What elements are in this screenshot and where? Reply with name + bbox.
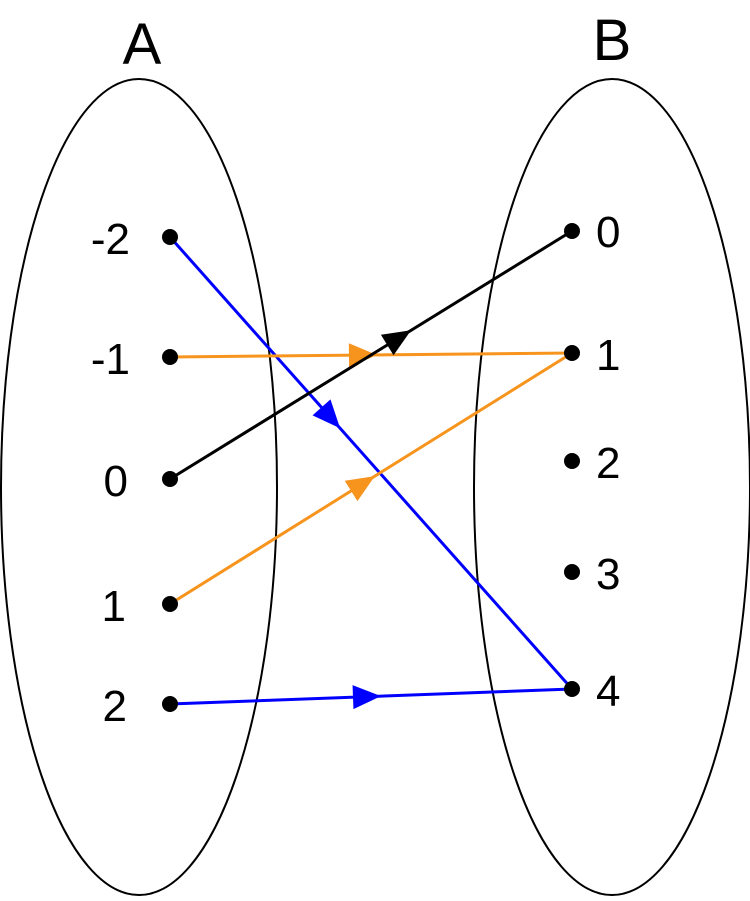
- set-b-element-label: 0: [596, 208, 620, 257]
- set-a-dot: [162, 596, 178, 612]
- arrowhead-icon: [344, 476, 375, 502]
- set-a-dot: [162, 229, 178, 245]
- set-a-element-label: 1: [102, 582, 126, 631]
- set-a-elements: -2 -1 0 1 2: [91, 215, 178, 731]
- arrowhead-icon: [348, 343, 377, 368]
- set-b-element-label: 4: [596, 667, 620, 716]
- set-b-dot: [564, 345, 580, 361]
- set-b-dot: [564, 681, 580, 697]
- arrowhead-icon: [352, 685, 381, 710]
- mapping-line: [169, 229, 573, 481]
- arrowhead-icon: [380, 330, 412, 356]
- mapping-arrows: [168, 229, 574, 710]
- set-b-oval: [473, 78, 750, 896]
- set-b-dot: [564, 564, 580, 580]
- set-a-element-label: -1: [91, 335, 130, 384]
- set-b-dot: [564, 223, 580, 239]
- set-a-dot: [162, 471, 178, 487]
- set-b-element-label: 1: [596, 331, 620, 380]
- set-b-elements: 0 1 2 3 4: [564, 208, 620, 716]
- set-b-element-label: 3: [596, 550, 620, 599]
- set-b-label: B: [593, 8, 632, 73]
- set-a-element-label: 0: [104, 457, 128, 506]
- set-b-dot: [564, 453, 580, 469]
- mapping-line: [168, 236, 574, 690]
- set-a-label: A: [123, 12, 162, 77]
- set-a-oval: [0, 78, 278, 896]
- set-a-dot: [162, 696, 178, 712]
- set-a-element-label: -2: [91, 215, 130, 264]
- arrowhead-icon: [312, 399, 341, 429]
- set-a-dot: [162, 349, 178, 365]
- set-a-element-label: 2: [103, 682, 127, 731]
- set-b-element-label: 2: [596, 439, 620, 488]
